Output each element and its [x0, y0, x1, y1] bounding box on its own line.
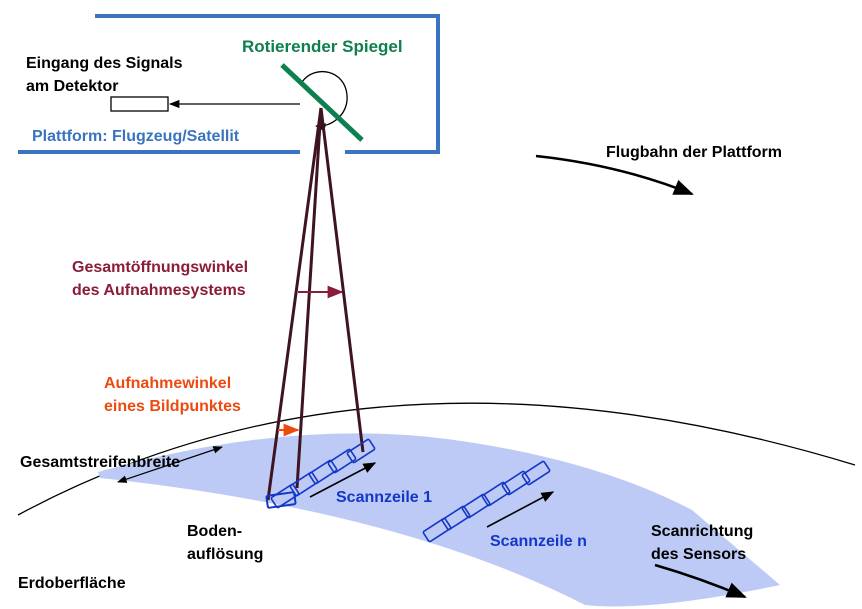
- scan-line-1-arrow: [309, 462, 377, 498]
- scan-line-n-arrow: [486, 491, 555, 528]
- signal-input-label-line1: Eingang des Signals: [26, 55, 183, 72]
- earth-surface-label: Erdoberfläche: [18, 575, 126, 592]
- swath-width-label: Gesamtstreifenbreite: [20, 454, 180, 471]
- platform-box: [18, 14, 440, 154]
- scan-line-1-pixels: [265, 438, 376, 509]
- sensor-scan-direction-arrow: [654, 563, 747, 599]
- pixel-angle-label-line1: Aufnahmewinkel: [104, 375, 231, 392]
- platform-label: Plattform: Flugzeug/Satellit: [32, 128, 240, 145]
- detector-box: [110, 96, 169, 112]
- swath-width-arrow: [117, 446, 223, 483]
- rotation-arrow: [301, 71, 348, 132]
- scan-direction-label-line2: des Sensors: [651, 546, 746, 563]
- signal-input-label-line2: am Detektor: [26, 78, 118, 95]
- aperture-label-line1: Gesamtöffnungswinkel: [72, 259, 248, 276]
- rotating-mirror: [280, 63, 364, 142]
- pixel-angle-label-line2: eines Bildpunktes: [104, 398, 241, 415]
- scan-line-1-label: Scannzeile 1: [336, 489, 432, 506]
- ground-resolution-label-line2: auflösung: [187, 546, 263, 563]
- scan-direction-label-line1: Scanrichtung: [651, 523, 753, 540]
- aperture-label-line2: des Aufnahmesystems: [72, 282, 246, 299]
- ground-resolution-label-line1: Boden-: [187, 523, 242, 540]
- scan-line-n-pixels: [422, 460, 551, 543]
- swath-strip: [98, 433, 780, 607]
- flight-path-label: Flugbahn der Plattform: [606, 144, 782, 161]
- flight-path-arrow: [535, 154, 694, 196]
- scan-line-n-label: Scannzeile n: [490, 533, 587, 550]
- rotating-mirror-label: Rotierender Spiegel: [242, 37, 403, 56]
- scan-rays: [266, 107, 365, 501]
